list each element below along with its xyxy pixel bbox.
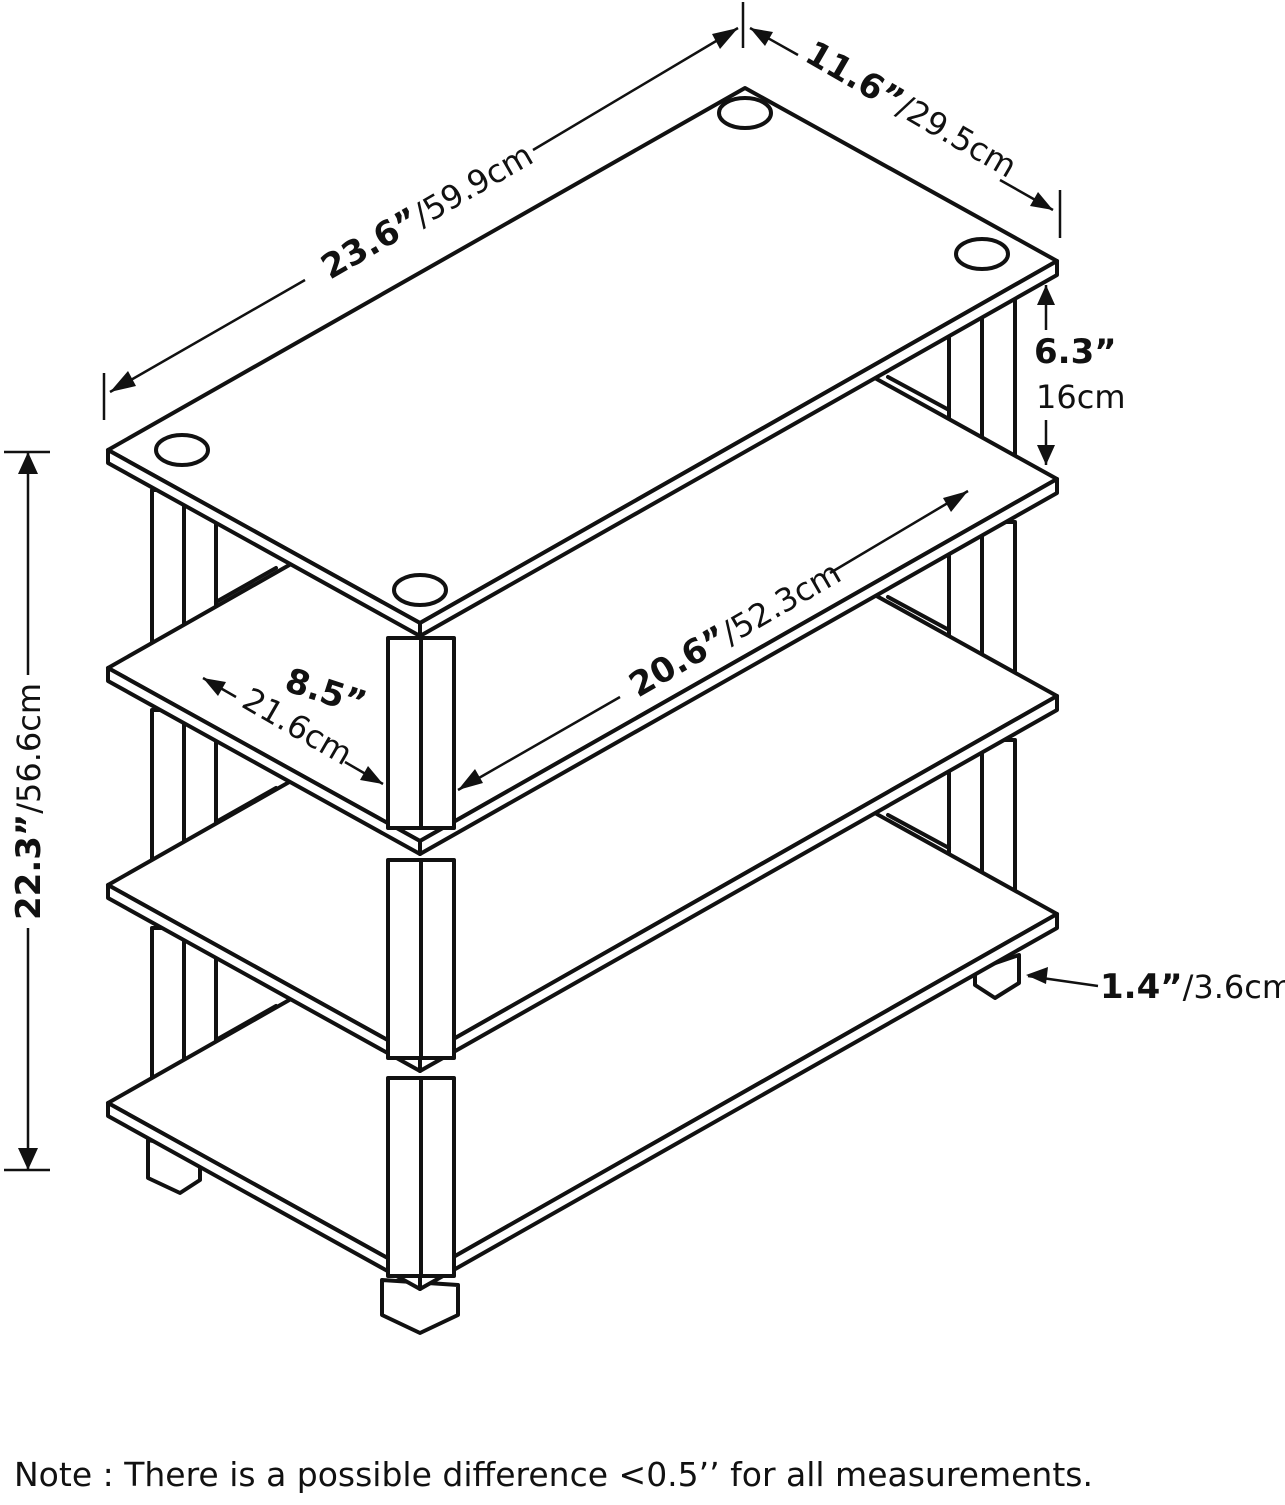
feet [146,953,1021,1335]
svg-text:22.3”/56.6cm: 22.3”/56.6cm [9,683,49,920]
svg-text:1.4”/3.6cm: 1.4”/3.6cm [1100,967,1285,1007]
back-right-legs [947,298,1017,935]
measurement-note: Note : There is a possible difference <0… [14,1455,1093,1494]
post-cap-back [717,96,773,130]
back-left-legs [150,488,218,1125]
top-shelf [106,86,1059,638]
svg-text:16cm: 16cm [1036,378,1125,416]
post-cap-left [154,433,210,467]
post-cap-front [392,573,448,607]
front-legs-tier2 [386,858,456,1060]
foot-dimension: 1.4”/3.6cm [1026,967,1285,1007]
shelf-gap-dimension: 6.3” 16cm [1034,285,1125,465]
svg-text:6.3”: 6.3” [1034,332,1117,372]
post-cap-right [954,237,1010,271]
front-legs-tier1 [386,636,456,830]
height-dimension: 22.3”/56.6cm [4,450,50,1172]
front-legs-tier3 [386,1076,456,1278]
